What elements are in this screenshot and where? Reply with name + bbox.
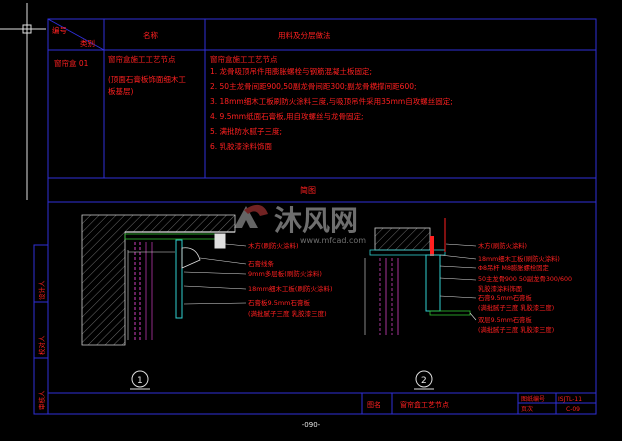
detail-2-drawing	[364, 218, 477, 335]
watermark-brand: 沐风网	[274, 204, 358, 237]
spec-line-5: 5. 满批防水腻子三度;	[210, 126, 282, 136]
table-row-name-3: 板基层)	[108, 86, 133, 96]
title-block-label: 图名	[367, 400, 381, 409]
table-col-name: 名称	[143, 30, 158, 40]
title-block: 图名 窗帘盒工艺节点 图纸编号 ISJTL-11 页次 C-09	[367, 395, 582, 413]
table-corner-bottom: 类别	[80, 38, 95, 48]
table-col-spec: 用料及分层做法	[278, 30, 331, 40]
spec-line-0: 窗帘盒施工工艺节点	[210, 54, 278, 64]
title-block-drawing-name: 窗帘盒工艺节点	[400, 400, 449, 409]
right-label-8: (满批腻子三度 乳胶漆三度)	[478, 325, 554, 334]
left-label-1: 石膏线条	[248, 259, 275, 268]
detail-1-labels: 木方(刷防火涂料) 石膏线条 9mm多层板(刷防火涂料) 18mm细木工板(刷防…	[248, 241, 333, 318]
left-label-3: 18mm细木工板(刷防火涂料)	[248, 284, 333, 293]
right-label-5: 石膏9.5mm石膏板	[478, 293, 532, 302]
right-label-3: 50主龙骨900 50副龙骨300/600	[478, 274, 572, 283]
page-footer: -090-	[302, 421, 321, 429]
side-label-0: 设计人	[37, 280, 46, 300]
left-label-0: 木方(刷防火涂料)	[248, 241, 299, 250]
spec-line-4: 4. 9.5mm纸面石膏板,用自攻螺丝与龙骨固定;	[210, 111, 364, 121]
detail-number-1: 1	[130, 370, 150, 390]
title-block-number-label: 图纸编号	[521, 395, 545, 403]
watermark-url: www.mfcad.com	[300, 236, 366, 245]
title-block-page-label: 页次	[521, 405, 533, 413]
side-label-1: 校对人	[37, 335, 46, 355]
spec-line-2: 2. 50主龙骨间距900,50副龙骨间距300;副龙骨横撑间距600;	[210, 81, 417, 91]
spec-table: 编号 类别 名称 用料及分层做法 窗帘盒 01 窗帘盒施工工艺节点 (顶面石膏板…	[52, 25, 453, 151]
spec-line-3: 3. 18mm细木工板刷防火涂料三度,与吸顶吊件采用35mm自攻螺丝固定;	[210, 96, 453, 106]
section-title: 简图	[300, 185, 316, 195]
spec-line-1: 1. 龙骨吸顶吊件用膨胀螺栓与钢筋混凝土板固定;	[210, 66, 372, 76]
spec-line-6: 6. 乳胶漆涂料饰面	[210, 141, 273, 151]
table-row-name-2: (顶面石膏板饰面细木工	[108, 74, 186, 84]
right-label-7: 双层9.5mm石膏板	[478, 315, 532, 324]
watermark-logo-icon	[234, 204, 268, 228]
title-block-number-value: ISJTL-11	[558, 396, 582, 403]
right-label-0: 木方(刷防火涂料)	[478, 241, 527, 250]
drawing-frame	[33, 18, 597, 415]
title-block-page-value: C-09	[566, 406, 580, 413]
ucs-crosshair-icon	[0, 3, 46, 200]
right-label-6: (满批腻子三度 乳胶漆三度)	[478, 303, 554, 312]
side-signature-strip: 设计人 校对人 审核人	[37, 280, 46, 410]
right-label-1: 18mm细木工板(刷防火涂料)	[478, 254, 560, 263]
detail-1-drawing	[81, 214, 247, 346]
detail-number-1-label: 1	[137, 376, 143, 386]
detail-2-labels: 木方(刷防火涂料) 18mm细木工板(刷防火涂料) Φ8吊杆 M8膨胀螺栓固定 …	[478, 241, 572, 334]
table-corner-top: 编号	[52, 25, 67, 35]
side-label-2: 审核人	[37, 390, 46, 410]
left-label-4: 石膏板9.5mm石膏板	[248, 298, 311, 307]
table-row-code: 窗帘盒 01	[54, 58, 89, 68]
detail-number-2-label: 2	[421, 376, 427, 386]
left-label-5: (满批腻子三度 乳胶漆三度)	[248, 309, 327, 318]
watermark: 沐风网 www.mfcad.com	[234, 204, 366, 245]
right-label-2: Φ8吊杆 M8膨胀螺栓固定	[478, 263, 549, 272]
left-label-2: 9mm多层板(刷防火涂料)	[248, 269, 322, 278]
detail-number-2: 2	[414, 370, 434, 390]
table-row-name-1: 窗帘盒施工工艺节点	[108, 54, 176, 64]
right-label-4: 乳胶漆涂料饰面	[478, 284, 522, 293]
